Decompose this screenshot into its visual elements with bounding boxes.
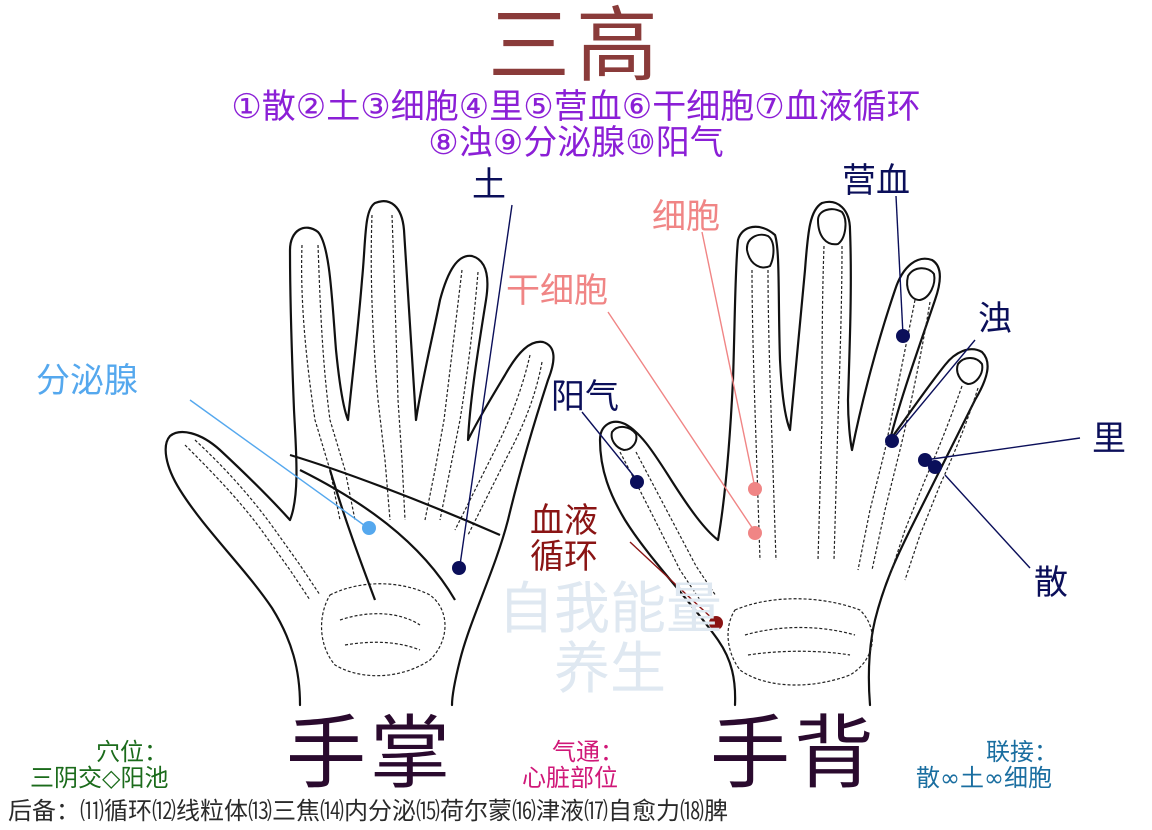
qitong-title: 气通： [552,738,624,766]
palm-line-head [299,469,456,601]
label-san: 散 [1034,563,1068,603]
point-san [928,460,942,474]
back-caption: 手背 [710,707,878,800]
point-yingxue [896,329,910,343]
palm-hand-outline [164,200,555,707]
point-ganxibao [748,526,762,540]
label-tu: 土 [472,165,506,205]
lianjie-text: 散∞土∞细胞 [916,764,1052,792]
point-fenmixian [362,521,376,535]
label-fenmixian: 分泌腺 [36,361,138,401]
label-yangqi: 阳气 [551,377,619,417]
label-xunhuan: 循环 [530,537,598,577]
legend-line-1: ①散②土③细胞④里⑤营血⑥干细胞⑦血液循环 [231,87,921,127]
point-tu [452,561,466,575]
xuewei-text: 三阴交◇阳池 [30,764,169,792]
palm-caption: 手掌 [286,707,454,800]
lianjie-title: 联接： [986,738,1058,766]
point-xibao [748,482,762,496]
watermark: 自我能量 养生 [420,580,800,700]
label-yingxue: 营血 [842,161,910,201]
xuewei-title: 穴位： [96,738,168,766]
page-title: 三高 [487,0,664,94]
label-xueye: 血液 [530,501,598,541]
qitong-text: 心脏部位 [522,764,618,792]
point-xueye-xunhuan [709,616,723,630]
label-ganxibao: 干细胞 [506,271,608,311]
point-li-1 [918,453,932,467]
label-li: 里 [1092,419,1126,459]
label-zhuo: 浊 [978,299,1012,339]
point-yangqi [630,475,644,489]
palm-line-life [328,469,377,601]
legend-line-2: ⑧浊⑨分泌腺⑩阳气 [428,123,724,163]
label-xibao: 细胞 [652,197,720,237]
watermark-line2: 养生 [554,637,666,702]
point-zhuo [885,434,899,448]
footer-backup-list: 后备：⑾循环⑿线粒体⒀三焦⒁内分泌⒂荷尔蒙⒃津液⒄自愈力⒅脾 [8,797,728,825]
palm-line-heart [289,453,501,537]
watermark-line1: 自我能量 [498,577,722,642]
